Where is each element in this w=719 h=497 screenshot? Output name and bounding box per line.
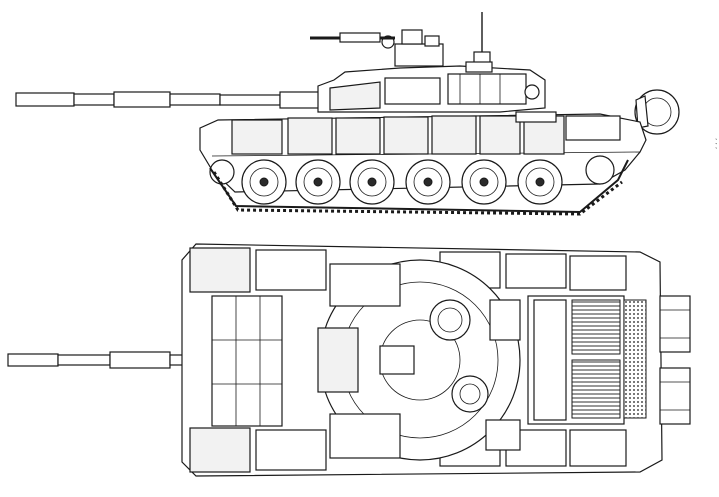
- antenna-side: [465, 12, 493, 73]
- cupola-side: [310, 29, 444, 67]
- side-view: [15, 12, 680, 216]
- road-wheel: [295, 159, 341, 205]
- road-wheel: [405, 159, 451, 205]
- drive-sprocket: [585, 155, 615, 185]
- rear-drum-side: [634, 89, 680, 135]
- road-wheel: [517, 159, 563, 205]
- gun-barrel-side: [15, 91, 321, 109]
- rear-grille: [623, 299, 647, 419]
- road-wheel: [241, 159, 287, 205]
- engine-deck-top: [527, 295, 647, 425]
- road-wheels-side: [209, 155, 615, 205]
- commander-hatch: [429, 299, 471, 341]
- margin-marks: ’ ’ ’: [710, 138, 718, 149]
- turret-top: [317, 259, 521, 461]
- rear-drums-top: [659, 295, 691, 425]
- road-wheel: [461, 159, 507, 205]
- top-view: [7, 243, 691, 477]
- gunner-hatch: [451, 375, 489, 413]
- turret-side: [317, 65, 546, 113]
- road-wheel: [349, 159, 395, 205]
